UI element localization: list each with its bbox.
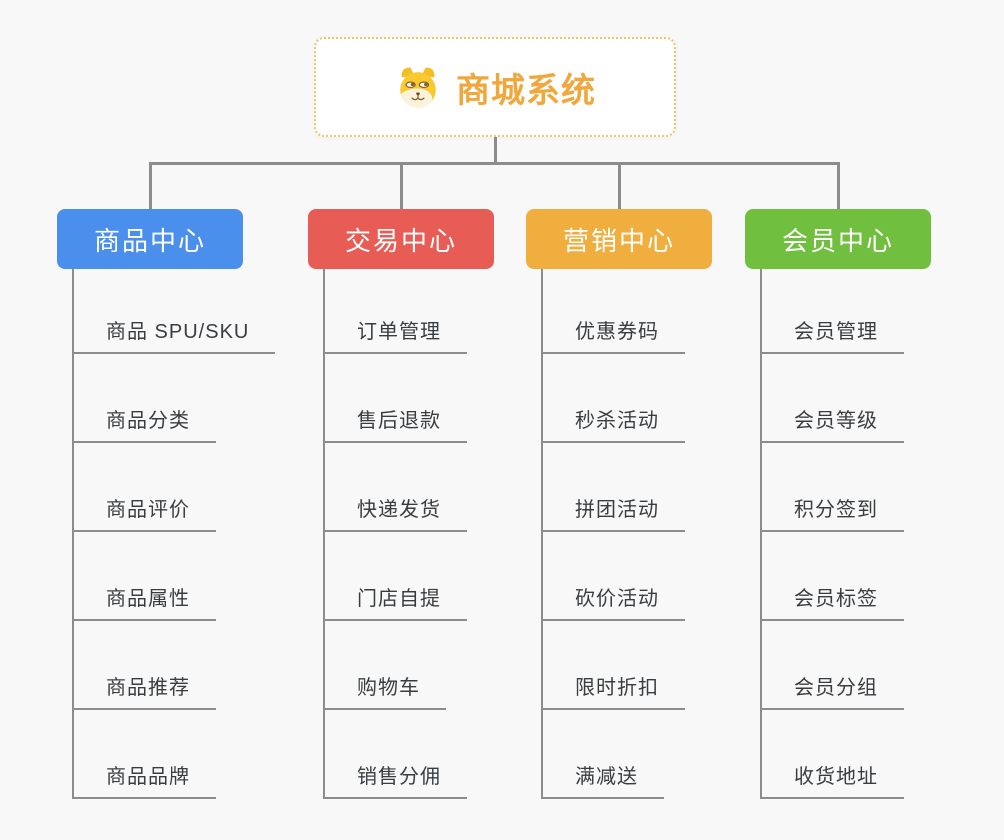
leaf-node[interactable]: 商品品牌: [72, 751, 216, 799]
branch-label: 商品中心: [93, 225, 206, 256]
leaf-label: 砍价活动: [575, 588, 659, 610]
leaf-node[interactable]: 限时折扣: [541, 662, 685, 710]
leaf-label: 商品品牌: [106, 766, 190, 788]
leaf-label: 快递发货: [357, 499, 441, 521]
leaf-label: 会员管理: [794, 321, 878, 343]
leaf-node[interactable]: 收货地址: [760, 751, 904, 799]
leaf-node[interactable]: 商品推荐: [72, 662, 216, 710]
leaf-label: 限时折扣: [575, 677, 659, 699]
leaf-label: 会员分组: [794, 677, 878, 699]
branch-label: 营销中心: [562, 225, 675, 256]
leaf-node[interactable]: 会员管理: [760, 306, 904, 354]
leaf-label: 商品 SPU/SKU: [106, 321, 250, 343]
doge-icon: [400, 67, 436, 108]
leaf-label: 积分签到: [794, 499, 878, 521]
leaf-node[interactable]: 购物车: [323, 662, 446, 710]
branch-node-marketing[interactable]: 营销中心: [526, 209, 712, 269]
branch-node-members[interactable]: 会员中心: [745, 209, 931, 269]
branch-label: 会员中心: [781, 225, 894, 256]
leaf-node[interactable]: 销售分佣: [323, 751, 467, 799]
leaf-node[interactable]: 积分签到: [760, 484, 904, 532]
leaf-label: 购物车: [357, 677, 420, 699]
connector-line: [760, 269, 762, 799]
leaf-label: 拼团活动: [575, 499, 659, 521]
connector-line: [617, 162, 621, 209]
leaf-label: 会员等级: [794, 410, 878, 432]
leaf-node[interactable]: 商品分类: [72, 395, 216, 443]
branch-node-trade[interactable]: 交易中心: [308, 209, 494, 269]
connector-line: [148, 162, 840, 165]
connector-line: [493, 137, 497, 165]
leaf-label: 商品属性: [106, 588, 190, 610]
leaf-label: 售后退款: [357, 410, 441, 432]
leaf-label: 收货地址: [794, 766, 878, 788]
leaf-node[interactable]: 拼团活动: [541, 484, 685, 532]
leaf-label: 商品推荐: [106, 677, 190, 699]
leaf-node[interactable]: 门店自提: [323, 573, 467, 621]
leaf-label: 商品评价: [106, 499, 190, 521]
branch-node-products[interactable]: 商品中心: [57, 209, 243, 269]
branch-label: 交易中心: [344, 225, 457, 256]
leaf-node[interactable]: 订单管理: [323, 306, 467, 354]
leaf-node[interactable]: 会员等级: [760, 395, 904, 443]
leaf-node[interactable]: 售后退款: [323, 395, 467, 443]
leaf-node[interactable]: 商品评价: [72, 484, 216, 532]
leaf-label: 订单管理: [357, 321, 441, 343]
connector-line: [72, 269, 74, 799]
leaf-label: 秒杀活动: [575, 410, 659, 432]
connector-line: [836, 162, 840, 209]
leaf-node[interactable]: 商品 SPU/SKU: [72, 306, 276, 354]
leaf-label: 满减送: [575, 766, 638, 788]
leaf-node[interactable]: 会员分组: [760, 662, 904, 710]
leaf-node[interactable]: 商品属性: [72, 573, 216, 621]
leaf-label: 门店自提: [357, 588, 441, 610]
leaf-node[interactable]: 秒杀活动: [541, 395, 685, 443]
leaf-node[interactable]: 满减送: [541, 751, 664, 799]
leaf-label: 商品分类: [106, 410, 190, 432]
root-node[interactable]: 商城系统: [314, 37, 676, 137]
leaf-label: 优惠券码: [575, 321, 659, 343]
leaf-node[interactable]: 会员标签: [760, 573, 904, 621]
connector-line: [541, 269, 543, 799]
root-title: 商城系统: [456, 71, 596, 110]
leaf-label: 会员标签: [794, 588, 878, 610]
leaf-label: 销售分佣: [357, 766, 441, 788]
leaf-node[interactable]: 优惠券码: [541, 306, 685, 354]
leaf-node[interactable]: 快递发货: [323, 484, 467, 532]
connector-line: [399, 162, 403, 209]
connector-line: [148, 162, 152, 209]
leaf-node[interactable]: 砍价活动: [541, 573, 685, 621]
connector-line: [323, 269, 325, 799]
